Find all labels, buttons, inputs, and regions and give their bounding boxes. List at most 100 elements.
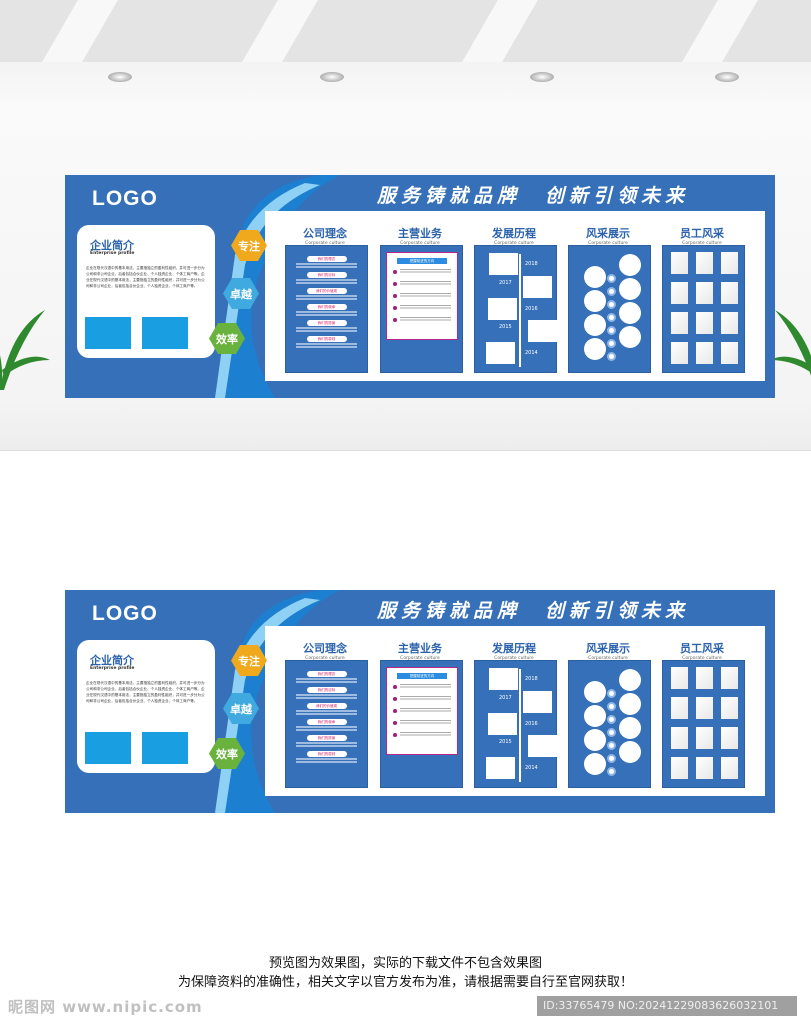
concept-pill: 我们的理念: [306, 256, 347, 262]
ceiling-lamp: [320, 72, 344, 82]
staff-photo: [721, 757, 738, 779]
bullet-item: [393, 269, 451, 274]
showcase-node: [607, 287, 616, 296]
intro-subtitle: Enterprise profile: [90, 666, 135, 671]
section-title: 发展历程: [492, 227, 536, 240]
bullet-item: [393, 708, 451, 713]
floor: [0, 450, 811, 476]
section-subtitle: Corporate culture: [682, 241, 722, 246]
staff-photo: [671, 282, 688, 304]
section-subtitle: Corporate culture: [588, 241, 628, 246]
staff-photo: [696, 342, 713, 364]
timeline-photo: [489, 253, 518, 275]
staff-photo: [671, 252, 688, 274]
concept-pill: 我们的使命: [306, 304, 347, 310]
concept-pill: 我们的愿景: [306, 320, 347, 326]
ceiling-lamp: [530, 72, 554, 82]
concept-pill: 我们的原则: [306, 336, 347, 342]
timeline-year: 2014: [525, 350, 538, 356]
bullet-item: [393, 696, 451, 701]
staff-panel: [662, 245, 745, 373]
value-hexagon: 专注: [231, 645, 267, 676]
section-title: 员工风采: [680, 227, 724, 240]
timeline-photo: [523, 276, 552, 298]
staff-photo: [696, 697, 713, 719]
plant-right: [770, 310, 811, 376]
staff-photo: [696, 282, 713, 304]
concept-pill: 我们的价值观: [306, 703, 347, 709]
intro-text: 企业在现代汉语中的基本用法，主要指独立的盈利性组织，并可进一步分为公司和非公司企…: [86, 681, 205, 703]
showcase-panel: [568, 660, 651, 788]
notice-line-1: 预览图为效果图，实际的下载文件不包含效果图: [268, 956, 542, 971]
intro-title: 企业简介: [90, 654, 134, 667]
showcase-circle-photo: [584, 290, 606, 312]
staff-photo: [696, 312, 713, 334]
showcase-circle-photo: [619, 302, 641, 324]
timeline-year: 2018: [525, 261, 538, 267]
showcase-node: [607, 300, 616, 309]
intro-subtitle: Enterprise profile: [90, 251, 135, 256]
bullet-item: [393, 720, 451, 725]
staff-photo: [671, 697, 688, 719]
showcase-node: [607, 313, 616, 322]
staff-photo: [696, 757, 713, 779]
section-title: 公司理念: [303, 227, 347, 240]
concept-pill: 我们的目标: [306, 687, 347, 693]
bullet-item: [393, 317, 451, 322]
section-title: 主营业务: [398, 642, 442, 655]
concept-pill: 我们的理念: [306, 671, 347, 677]
showcase-node: [607, 274, 616, 283]
section-subtitle: Corporate culture: [305, 656, 345, 661]
business-panel: 把握前进的方向: [380, 660, 463, 788]
staff-photo: [721, 667, 738, 689]
business-frame: 把握前进的方向: [386, 667, 458, 755]
concept-pill: 我们的愿景: [306, 735, 347, 741]
showcase-node: [607, 326, 616, 335]
concept-pill: 我们的目标: [306, 272, 347, 278]
showcase-circle-photo: [584, 729, 606, 751]
section-subtitle: Corporate culture: [588, 656, 628, 661]
showcase-panel: [568, 245, 651, 373]
staff-photo: [721, 697, 738, 719]
logo: LOGO: [92, 187, 158, 210]
staff-photo: [671, 312, 688, 334]
plant-left: [0, 310, 50, 390]
concept-panel: 我们的理念我们的目标我们的价值观我们的使命我们的愿景我们的原则: [285, 245, 368, 373]
logo: LOGO: [92, 602, 158, 625]
showcase-node: [607, 352, 616, 361]
showcase-circle-photo: [584, 338, 606, 360]
headline: 服务铸就品牌 创新引领未来: [377, 185, 690, 207]
staff-photo: [721, 252, 738, 274]
ceiling-lamp: [108, 72, 132, 82]
staff-photo: [671, 342, 688, 364]
showcase-node: [607, 767, 616, 776]
showcase-circle-photo: [584, 681, 606, 703]
photo-placeholder: [142, 732, 188, 764]
headline: 服务铸就品牌 创新引领未来: [377, 600, 690, 622]
staff-panel: [662, 660, 745, 788]
watermark-id: ID:33765479 NO:20241229083626032101: [537, 996, 797, 1016]
section-subtitle: Corporate culture: [400, 656, 440, 661]
showcase-circle-photo: [584, 314, 606, 336]
showcase-circle-photo: [584, 705, 606, 727]
staff-photo: [671, 727, 688, 749]
intro-title: 企业简介: [90, 239, 134, 252]
showcase-node: [607, 728, 616, 737]
staff-photo: [721, 342, 738, 364]
bullet-item: [393, 732, 451, 737]
showcase-circle-photo: [619, 741, 641, 763]
showcase-circle-photo: [619, 326, 641, 348]
timeline-year: 2017: [499, 695, 512, 701]
showcase-node: [607, 754, 616, 763]
